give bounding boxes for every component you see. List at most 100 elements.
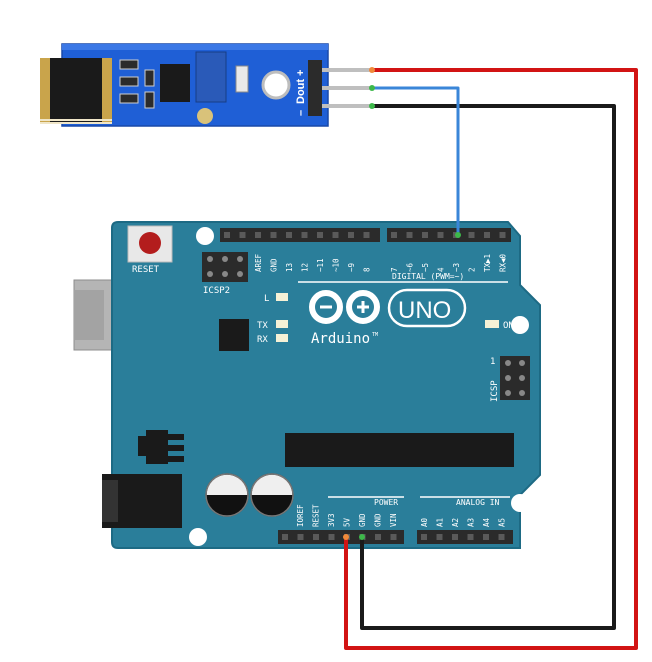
pin-hole xyxy=(436,534,443,540)
pin-label: GND xyxy=(358,513,367,527)
led-rx-label: RX xyxy=(257,335,268,345)
pin-hole xyxy=(286,232,292,238)
pin-hole xyxy=(363,232,370,238)
arduino-logo xyxy=(309,290,380,324)
led-on xyxy=(485,320,499,328)
smd-resistor xyxy=(119,93,139,104)
led-tx xyxy=(276,320,288,328)
pin-label: RX◀0 xyxy=(499,253,508,272)
wire-end xyxy=(359,534,365,540)
pin-label: 12 xyxy=(301,263,310,272)
led-l xyxy=(276,293,288,301)
wire-signal xyxy=(372,86,460,235)
digital-label: DIGITAL (PWM=~) xyxy=(392,272,464,281)
sensor-mount-hole xyxy=(261,70,291,100)
icsp2-label: ICSP2 xyxy=(203,286,230,296)
pin-label: AREF xyxy=(254,253,263,272)
digital-header-right xyxy=(387,228,511,242)
pin-label: ~5 xyxy=(421,263,430,272)
led-tx-label: TX xyxy=(257,321,268,331)
icsp-pin1-label: 1 xyxy=(490,357,495,367)
icsp2-header xyxy=(202,252,248,282)
pin-hole xyxy=(483,534,489,540)
sensor-pin-label-dout: Dout xyxy=(295,79,307,104)
analog-header xyxy=(417,530,513,544)
pin-hole xyxy=(282,534,288,540)
wire-end xyxy=(455,232,461,238)
pin-label: ~10 xyxy=(332,258,341,272)
pin-label: GND xyxy=(270,258,279,272)
pin-hole xyxy=(328,534,335,540)
power-pin-holes xyxy=(282,534,505,540)
pin-label: A3 xyxy=(467,518,476,527)
power-label: POWER xyxy=(374,498,398,507)
sensor-pin-header xyxy=(308,60,322,116)
led-rx xyxy=(276,334,288,342)
pin-label: A2 xyxy=(451,518,460,527)
pin-hole xyxy=(437,232,444,238)
pin-hole xyxy=(499,232,506,238)
pin-hole xyxy=(270,232,277,238)
pin-hole xyxy=(239,232,246,238)
arduino-board: RESET ICSP2 L TX RX Arduino TM U xyxy=(73,221,541,549)
capacitor xyxy=(205,473,249,517)
pin-hole xyxy=(224,232,230,238)
pin-label: ~11 xyxy=(316,258,325,272)
pin-hole xyxy=(406,232,413,238)
pin-hole xyxy=(452,534,458,540)
capacitor xyxy=(250,473,294,517)
pin-label: 13 xyxy=(285,263,294,272)
comparator-chip xyxy=(160,64,190,102)
digital-pin-holes xyxy=(224,232,506,238)
wire-end xyxy=(369,103,375,109)
potentiometer[interactable] xyxy=(195,51,227,124)
pin-label: 2 xyxy=(468,267,477,272)
pin-label: 7 xyxy=(390,267,399,272)
smd-resistor xyxy=(119,76,139,87)
pin-label: VIN xyxy=(389,513,398,527)
reset-button[interactable] xyxy=(127,225,173,263)
logo-symbols xyxy=(320,301,369,313)
analog-label: ANALOG IN xyxy=(456,498,500,507)
vibration-coil xyxy=(40,58,112,124)
pin-label: 5V xyxy=(343,517,352,527)
pin-hole xyxy=(498,534,505,540)
pin-label: 8 xyxy=(363,267,372,272)
wire-end xyxy=(369,85,375,91)
led-l-label: L xyxy=(264,294,269,304)
smd-resistor xyxy=(144,91,155,109)
digital-header-left xyxy=(220,228,380,242)
wire-vcc xyxy=(344,68,638,650)
icsp-label: ICSP xyxy=(490,380,500,402)
pin-label: A1 xyxy=(436,518,445,527)
brand-name: Arduino xyxy=(311,331,370,347)
voltage-regulator xyxy=(138,430,184,464)
brand-tm: TM xyxy=(372,332,378,338)
pin-hole xyxy=(332,232,339,238)
pin-hole xyxy=(484,232,490,238)
wire-end xyxy=(369,67,375,73)
wire-gnd xyxy=(360,104,616,630)
power-header xyxy=(278,530,404,544)
vibration-sensor-module: Dout + – xyxy=(40,43,374,127)
pin-label: ~9 xyxy=(347,263,356,272)
pin-label: A5 xyxy=(498,518,507,527)
pin-label: IOREF xyxy=(296,504,305,527)
model-name: UNO xyxy=(398,297,451,324)
main-mcu-chip xyxy=(285,433,514,467)
pin-hole xyxy=(467,534,474,540)
pin-label: ~3 xyxy=(452,263,461,272)
pin-hole xyxy=(301,232,308,238)
pin-hole xyxy=(391,232,397,238)
sensor-pin-label-gnd: – xyxy=(295,110,307,116)
pin-label: 4 xyxy=(437,267,446,272)
pin-hole xyxy=(468,232,475,238)
pin-label: 3V3 xyxy=(327,513,336,527)
uno-badge xyxy=(387,288,467,328)
pin-hole xyxy=(313,534,319,540)
pin-label: GND xyxy=(374,513,383,527)
mount-hole xyxy=(189,528,207,546)
pin-label: A4 xyxy=(482,517,491,527)
on-label: ON xyxy=(503,321,514,331)
